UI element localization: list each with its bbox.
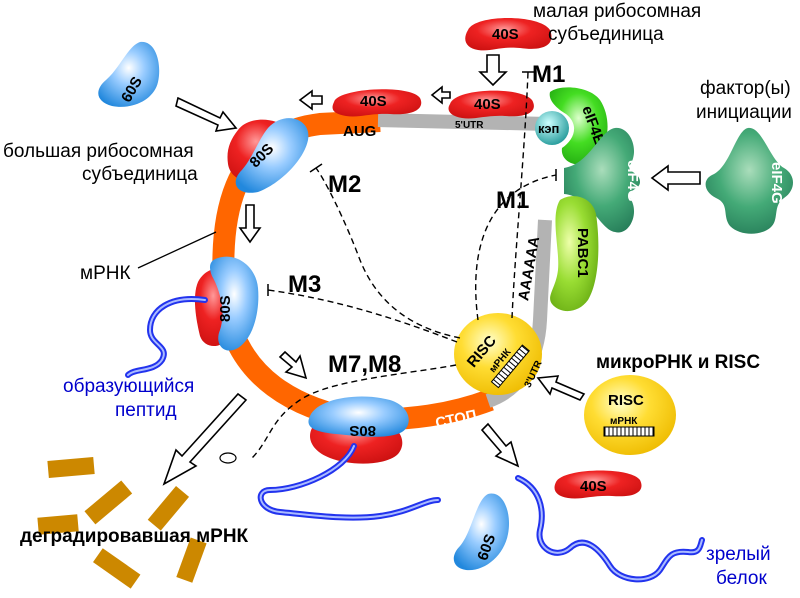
- large-subunit-label-2: субъединица: [82, 164, 198, 185]
- nascent-peptide-label-1: образующийся: [63, 376, 194, 397]
- assembled-80s-top: 80S: [227, 118, 309, 193]
- utr5-label: 5'UTR: [455, 120, 484, 131]
- free-40s-subunit: 40S: [465, 18, 552, 51]
- terminating-80s-bottom: 80S: [308, 396, 409, 464]
- free-eif4g-factor: eIF4G: [705, 127, 793, 234]
- arrow-eif4g-in: [650, 164, 701, 192]
- mechanism-m1-top: M1: [532, 61, 565, 88]
- mirna-risc-label: микроРНК и RISC: [596, 352, 760, 373]
- scanning-40s: 40S: [448, 90, 534, 119]
- arrow-60s-in: [175, 96, 238, 132]
- released-60s-subunit: 60S: [453, 493, 510, 571]
- released-40s-subunit: 40S: [554, 470, 642, 499]
- svg-text:кэп: кэп: [538, 121, 559, 136]
- arrow-degradation: [162, 392, 248, 486]
- bound-risc-complex: RISC мРНК: [454, 313, 542, 395]
- arrow-to-80s-top: [298, 89, 323, 111]
- small-subunit-label-2: субъединица: [548, 24, 664, 45]
- inhibit-m2: [315, 167, 461, 339]
- nascent-peptide-label-2: пептид: [115, 400, 177, 421]
- svg-text:40S: 40S: [360, 93, 387, 110]
- mechanism-m1-mid: M1: [496, 187, 529, 214]
- mrna-label: мРНК: [80, 263, 131, 284]
- arrow-elongation-right: [278, 350, 308, 380]
- inhibit-m3: [267, 289, 458, 343]
- arrow-40s-down: [478, 54, 508, 87]
- large-subunit-label-1: большая рибосомная: [3, 141, 194, 162]
- utr5-strand: [377, 113, 549, 131]
- nascent-peptide: [125, 296, 208, 378]
- svg-text:PABC1: PABC1: [574, 228, 591, 278]
- mechanism-m3: M3: [288, 271, 321, 298]
- svg-text:40S: 40S: [474, 96, 501, 113]
- arrow-risc-in: [536, 375, 586, 401]
- initiation-factors-label-1: фактор(ы): [700, 78, 791, 99]
- svg-text:мРНК: мРНК: [610, 416, 638, 427]
- start-40s: 40S: [332, 89, 422, 117]
- arrow-release: [480, 422, 520, 468]
- svg-text:eIF4G: eIF4G: [624, 160, 641, 202]
- mature-protein-label-2: белок: [716, 568, 767, 589]
- pabc1-protein: PABC1: [550, 196, 599, 312]
- free-60s-subunit: 60S: [98, 41, 160, 107]
- svg-text:40S: 40S: [492, 26, 519, 43]
- inhibit-m1-mid: [475, 174, 557, 321]
- arrow-scan-left: [430, 85, 451, 105]
- degradation-target: [219, 452, 237, 464]
- mrna-label-pointer: [137, 231, 217, 269]
- degraded-mrna-label: деградировавшая мРНК: [20, 526, 249, 547]
- inhibit-m7m8: [251, 364, 457, 459]
- svg-text:80S: 80S: [217, 295, 234, 322]
- svg-text:eIF4G: eIF4G: [768, 162, 785, 204]
- svg-text:40S: 40S: [580, 478, 607, 495]
- elongating-80s-left: 80S: [194, 256, 259, 351]
- degraded-mrna-fragments: [37, 457, 207, 589]
- inhibition-lines: [219, 71, 557, 464]
- mechanism-m7m8: M7,M8: [328, 351, 401, 378]
- arrow-elongation-down: [238, 204, 262, 244]
- small-subunit-label-1: малая рибосомная: [533, 1, 701, 22]
- initiation-factors-label-2: инициации: [696, 102, 792, 123]
- svg-text:80S: 80S: [349, 422, 376, 439]
- cap-structure: кэп: [535, 111, 569, 145]
- eif4g-factor: eIF4G: [564, 127, 641, 233]
- svg-text:RISC: RISC: [608, 392, 644, 409]
- mechanism-m2: M2: [328, 171, 361, 198]
- mature-protein-label-1: зрелый: [706, 544, 771, 565]
- free-risc-complex: RISC мРНК: [584, 375, 676, 455]
- aug-codon: AUG: [343, 123, 376, 140]
